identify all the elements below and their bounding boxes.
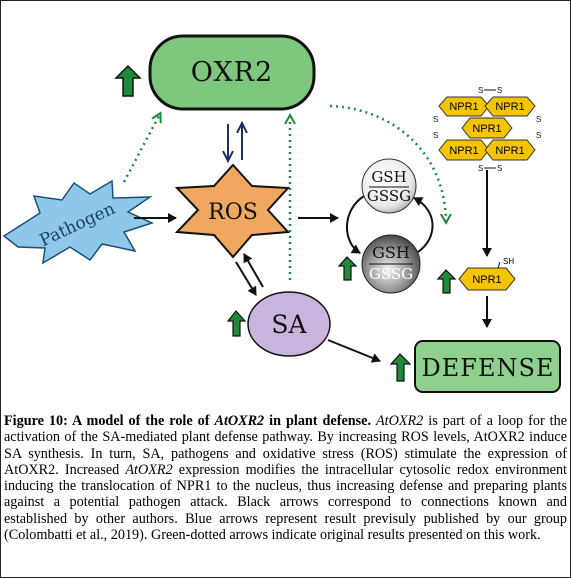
arrow-sa-to-ros [243, 253, 264, 288]
disulfide-label: S [478, 164, 483, 173]
up-arrow-icon [114, 64, 142, 97]
sa-label: SA [271, 310, 307, 339]
gsh-bottom-label: GSH [372, 243, 410, 262]
defense-label: DEFENSE [422, 354, 555, 382]
ros-label: ROS [208, 200, 258, 225]
gsh-reduced-node: GSH GSSG [361, 234, 421, 294]
disulfide-label: S [497, 164, 502, 173]
pathogen-node: Pathogen [2, 179, 155, 265]
disulfide-label: S [536, 115, 541, 124]
gsh-top-label: GSH [371, 168, 406, 186]
oxr2-label: OXR2 [191, 57, 273, 88]
up-arrow-icon [226, 310, 247, 337]
npr1-monomer-node: NPR1 SH [458, 257, 516, 291]
oxr2-node: OXR2 [148, 34, 316, 111]
disulfide-label: S [433, 115, 438, 124]
caption-title-gene: AtOXR2 [214, 413, 265, 429]
up-arrow-icon [436, 269, 457, 294]
npr1-oligomer: NPR1 NPR1 NPR1 NPR1 NPR1 S S S S S S S S [433, 86, 541, 173]
dotted-arrow-oxr2-to-gsh [329, 104, 446, 222]
oligomer-label: NPR1 [449, 145, 478, 157]
up-arrow-icon [337, 256, 358, 281]
caption-title-part: Figure 10: A model of the role of [4, 413, 215, 429]
gssg-bottom-label: GSSG [369, 265, 413, 283]
oligomer-label: NPR1 [495, 145, 524, 157]
disulfide-label: S [478, 86, 483, 95]
arrow-ros-to-sa [235, 261, 257, 296]
disulfide-label: S [497, 86, 502, 95]
figure-caption: Figure 10: A model of the role of AtOXR2… [4, 413, 567, 543]
sh-label: SH [503, 257, 514, 266]
oligomer-label: NPR1 [472, 123, 501, 135]
diagram: OXR2 Pathogen ROS GSH GSSG GSH GSSG [2, 34, 561, 393]
caption-gene-name: AtOXR2 [376, 413, 424, 429]
oligomer-label: NPR1 [449, 101, 478, 113]
defense-node: DEFENSE [414, 340, 561, 393]
dotted-arrow-pathogen-to-oxr2 [122, 114, 160, 183]
caption-body: expression modifies the intracellular cy… [4, 461, 567, 544]
up-arrow-icon [389, 353, 412, 382]
caption-body: is part of a loop for the activation of … [4, 413, 568, 478]
gsh-oxidized-node: GSH GSSG [361, 158, 417, 214]
caption-title: Figure 10: A model of the role of AtOXR2… [4, 413, 371, 429]
disulfide-label: S [433, 131, 438, 140]
cycle-arrow-right [413, 197, 434, 253]
ros-node: ROS [174, 163, 291, 259]
sa-node: SA [247, 291, 331, 357]
npr1-monomer-label: NPR1 [472, 274, 501, 286]
cycle-arrow-left [346, 195, 365, 254]
disulfide-label: S [536, 131, 541, 140]
gssg-top-label: GSSG [367, 187, 411, 205]
caption-title-part: in plant defense. [264, 413, 371, 429]
caption-gene-name: AtOXR2 [125, 461, 173, 478]
arrow-sa-to-defense [327, 339, 381, 363]
oligomer-label: NPR1 [495, 101, 524, 113]
